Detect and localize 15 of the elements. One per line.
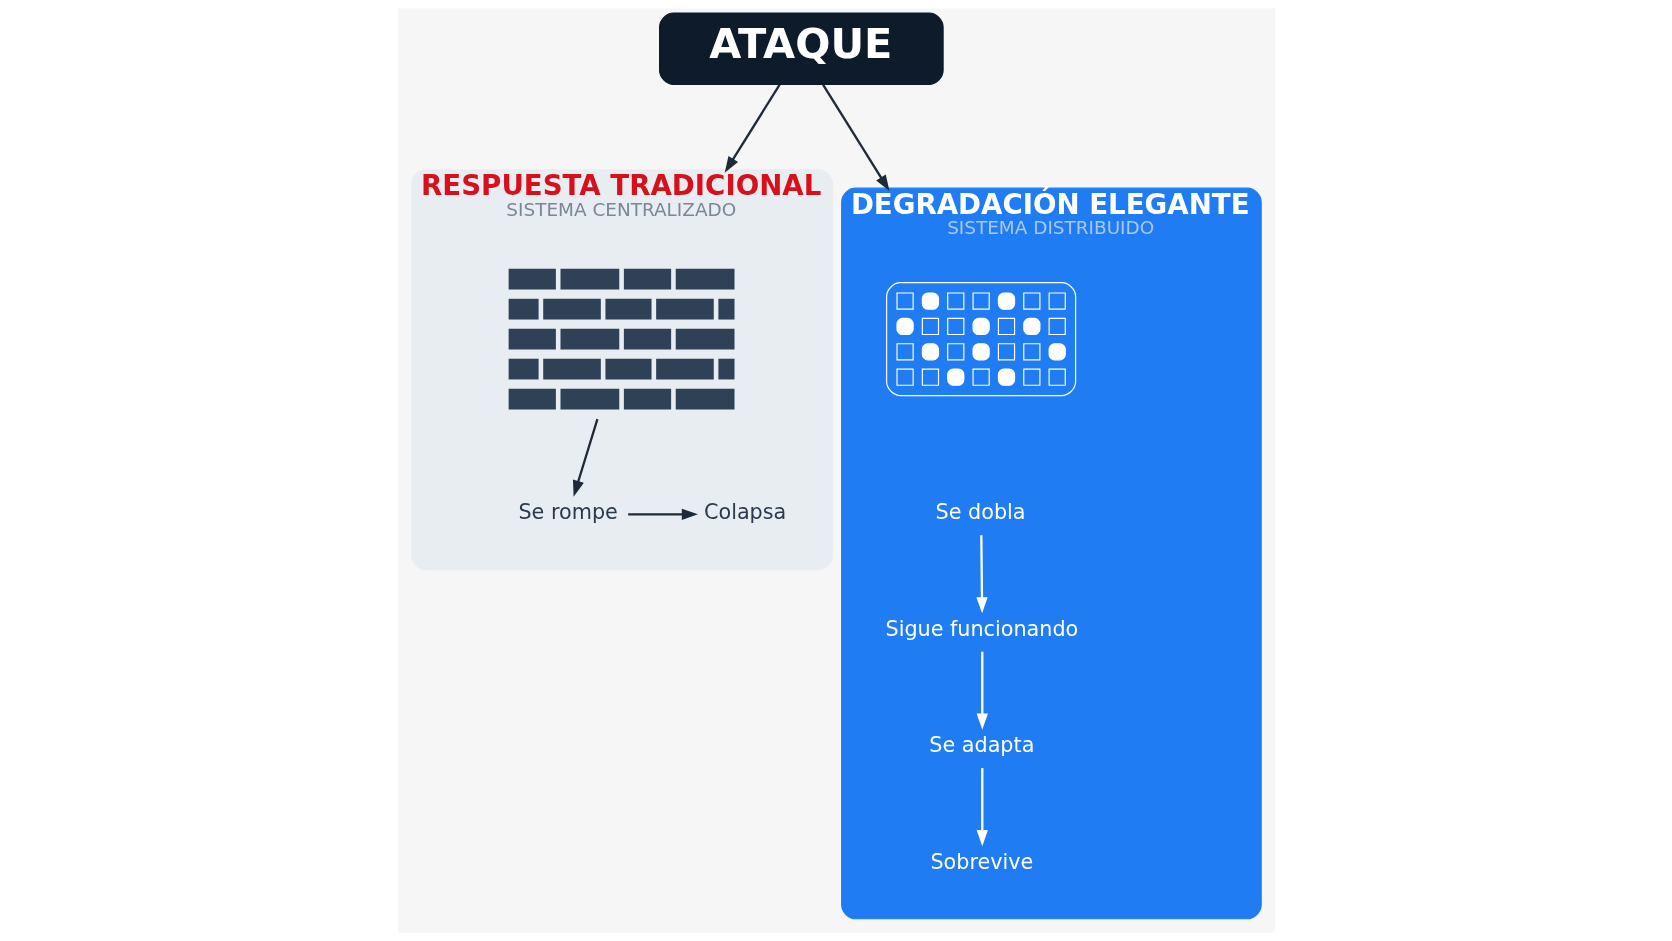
node-text: Sigue funcionando — [884, 616, 1078, 641]
node-text: Sobrevive — [929, 849, 1033, 874]
node-text: Se rompe — [517, 500, 618, 525]
node-text: Se dobla — [935, 500, 1026, 525]
arrow — [627, 508, 698, 520]
node-text: Colapsa — [703, 500, 786, 525]
node-text: Se adapta — [928, 733, 1034, 758]
arrow — [724, 84, 781, 173]
node-box: ATAQUE — [658, 12, 944, 85]
arrow — [572, 418, 598, 497]
arrow — [975, 535, 988, 614]
arrow — [976, 651, 988, 730]
arrow — [976, 768, 988, 847]
arrow — [821, 84, 889, 192]
picture — [885, 282, 1076, 397]
